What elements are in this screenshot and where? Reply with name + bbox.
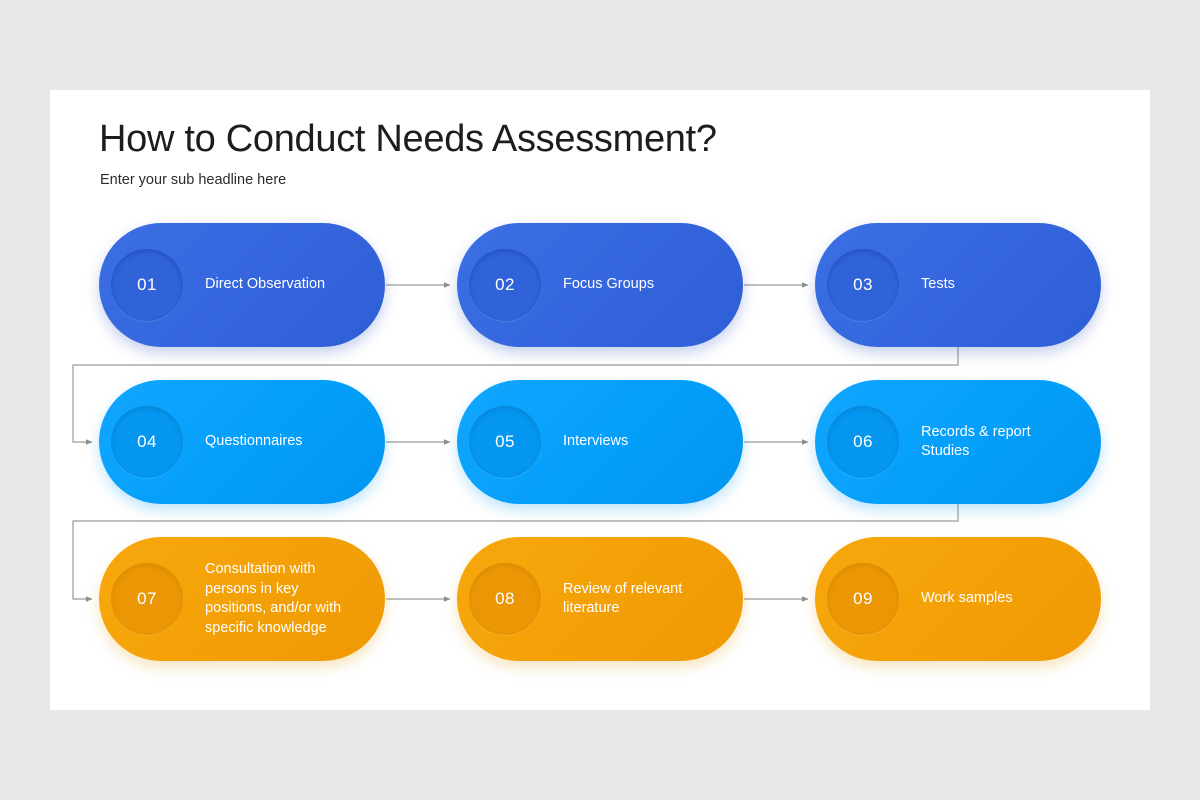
step-pill-03[interactable]: 03 Tests (815, 223, 1101, 347)
slide-canvas: How to Conduct Needs Assessment? Enter y… (50, 90, 1150, 710)
step-label: Focus Groups (563, 276, 655, 293)
step-number-badge: 09 (827, 563, 899, 635)
step-label: Records & report Studies (921, 423, 1031, 460)
step-pill-05[interactable]: 05 Interviews (457, 380, 743, 504)
step-pill-01[interactable]: 01 Direct Observation (99, 223, 385, 347)
step-pill-02[interactable]: 02 Focus Groups (457, 223, 743, 347)
step-pill-07[interactable]: 07 Consultation with persons in key posi… (99, 537, 385, 661)
step-pill-08[interactable]: 08 Review of relevant literature (457, 537, 743, 661)
step-pill-09[interactable]: 09 Work samples (815, 537, 1101, 661)
step-number-badge: 02 (469, 249, 541, 321)
page-title: How to Conduct Needs Assessment? (99, 118, 717, 160)
step-label: Direct Observation (205, 276, 326, 293)
step-label: Consultation with persons in key positio… (205, 561, 342, 636)
step-label: Questionnaires (205, 433, 303, 450)
step-label: Interviews (563, 433, 629, 450)
step-number-badge: 07 (111, 563, 183, 635)
step-number-badge: 04 (111, 406, 183, 478)
step-label: Work samples (921, 590, 1013, 607)
step-number-badge: 06 (827, 406, 899, 478)
step-number-badge: 08 (469, 563, 541, 635)
step-label: Tests (921, 276, 955, 293)
step-pill-04[interactable]: 04 Questionnaires (99, 380, 385, 504)
step-pill-06[interactable]: 06 Records & report Studies (815, 380, 1101, 504)
step-number-badge: 05 (469, 406, 541, 478)
step-number-badge: 03 (827, 249, 899, 321)
step-label: Review of relevant literature (563, 580, 683, 617)
process-flow-diagram: 01 Direct Observation 02 Focus Groups 03… (50, 90, 1150, 710)
step-number-badge: 01 (111, 249, 183, 321)
page-subtitle: Enter your sub headline here (100, 172, 287, 188)
